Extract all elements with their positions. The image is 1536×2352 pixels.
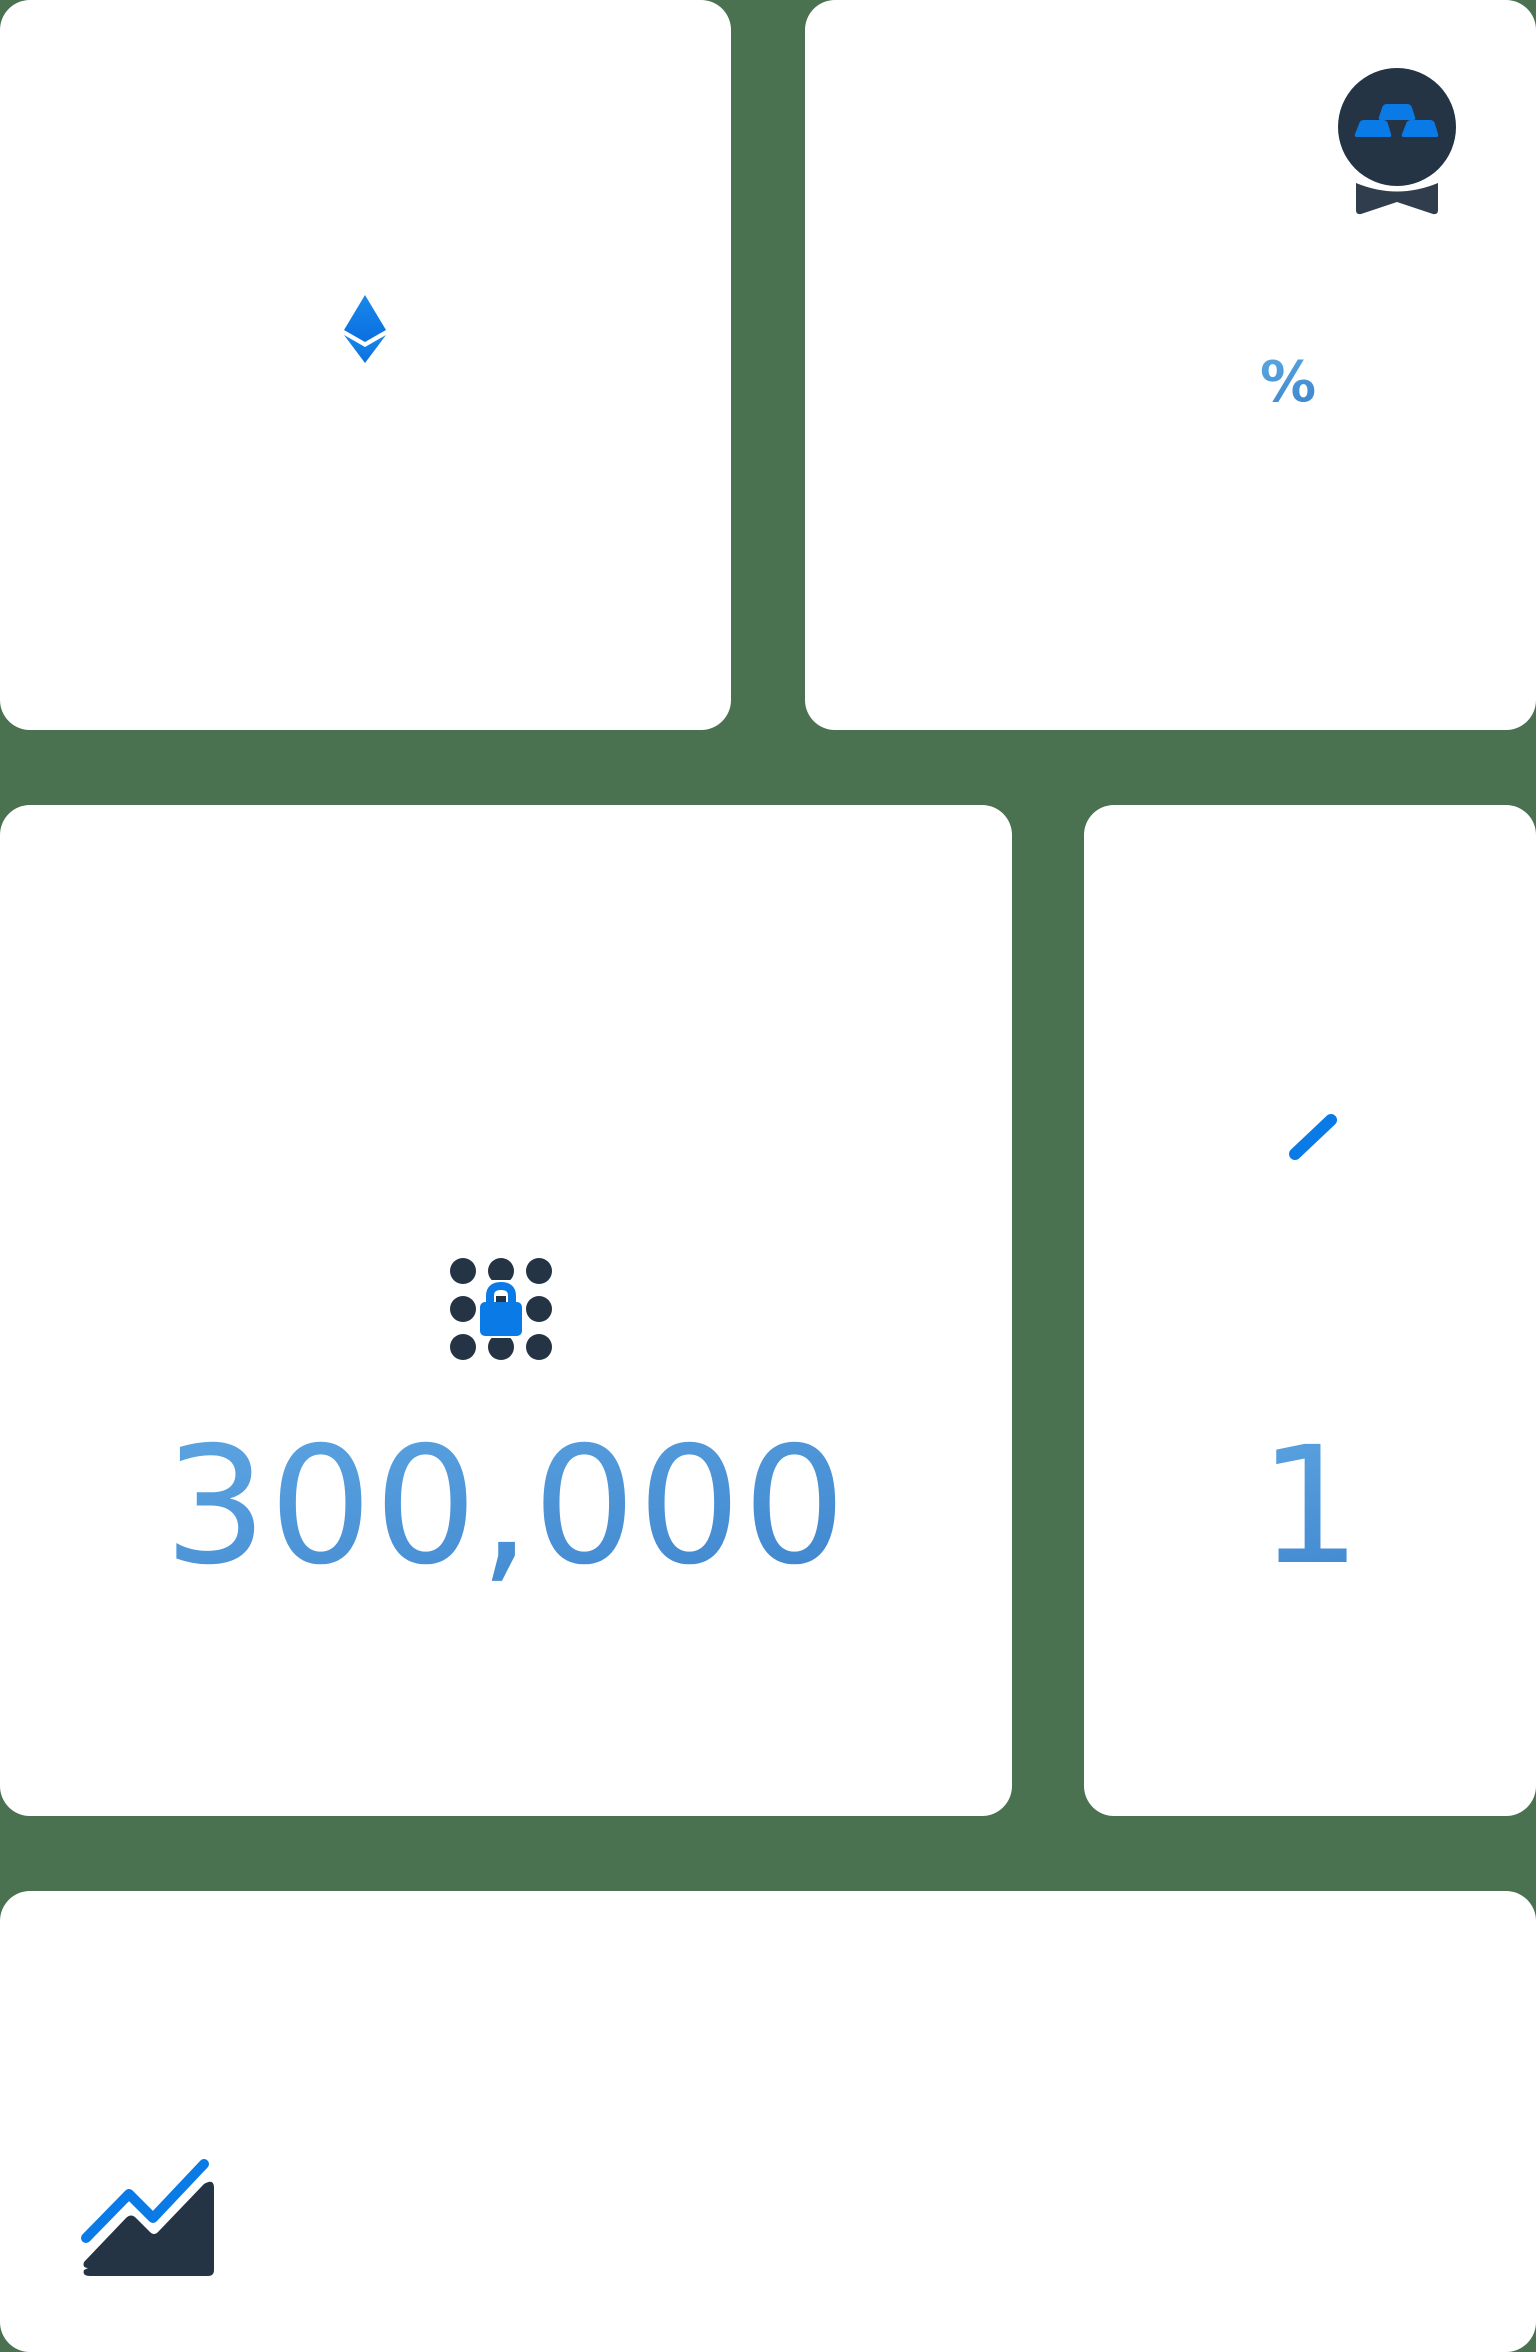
chart-card	[0, 1891, 1536, 2352]
area-chart-trend-icon	[81, 2159, 214, 2276]
gold-yield-card: %	[805, 0, 1536, 730]
slash-icon	[1289, 1114, 1337, 1160]
locked-grid-icon	[450, 1258, 552, 1360]
ethereum-icon	[344, 295, 386, 363]
gold-bars-badge-icon	[1338, 68, 1456, 215]
locked-amount-card: 300,000	[0, 805, 1012, 1816]
count-value: 1	[1084, 1410, 1536, 1604]
ethereum-card	[0, 0, 731, 730]
count-card: 1	[1084, 805, 1536, 1816]
percent-symbol: %	[1260, 350, 1317, 415]
locked-amount-value: 300,000	[0, 1410, 1012, 1604]
